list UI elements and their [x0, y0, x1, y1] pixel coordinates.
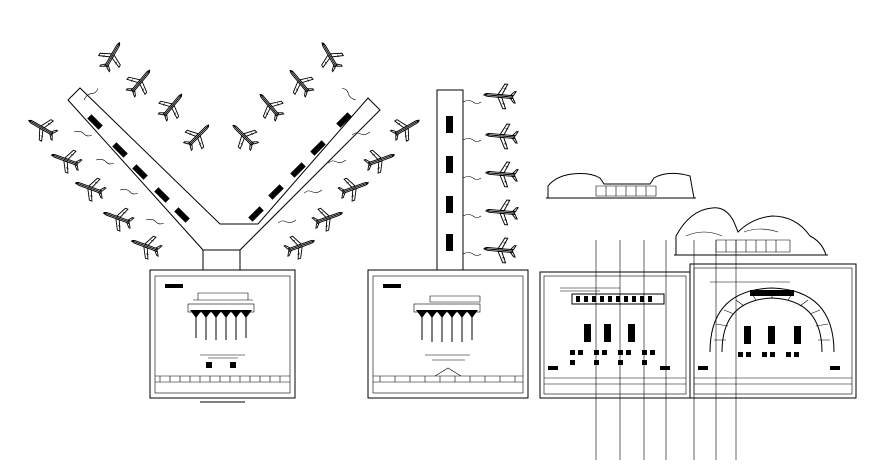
- y-terminal-left-arm-gates: [87, 114, 190, 223]
- straight-pier-aircraft: [462, 81, 520, 265]
- airplane-icon: [250, 86, 289, 126]
- airplane-icon: [484, 197, 520, 227]
- airplane-icon: [127, 229, 165, 263]
- section-plan-left: [539, 271, 691, 399]
- airplane-icon: [224, 116, 264, 156]
- airplane-icon: [280, 62, 319, 102]
- section-cut-lines: [595, 240, 737, 460]
- straight-pier-gates: [446, 116, 453, 251]
- airplane-icon: [71, 171, 109, 205]
- airplane-icon: [309, 201, 347, 235]
- airplane-icon: [361, 143, 399, 177]
- straight-terminal-plan: [367, 81, 529, 399]
- straight-terminal-building: [367, 269, 529, 399]
- airplane-icon: [153, 86, 192, 126]
- airplane-icon: [386, 109, 426, 147]
- y-terminal-right-arm-gates: [248, 112, 352, 222]
- section-plan-right: [689, 263, 857, 399]
- airplane-icon: [482, 235, 518, 265]
- airplane-icon: [121, 62, 160, 102]
- elevation-large: [674, 207, 828, 256]
- airplane-icon: [93, 36, 131, 76]
- airplane-icon: [482, 81, 518, 111]
- airplane-icon: [99, 201, 137, 235]
- y-terminal-building: [149, 269, 296, 399]
- section-plan-right-seating: [738, 352, 799, 357]
- airplane-icon: [178, 116, 218, 156]
- y-terminal-interior: [155, 284, 290, 403]
- y-terminal-right-aircraft: [224, 36, 426, 263]
- elevation-small: [546, 172, 696, 199]
- airplane-icon: [22, 109, 62, 147]
- straight-terminal-interior: [373, 284, 523, 383]
- y-terminal-plan: [22, 36, 426, 403]
- airplane-icon: [335, 171, 373, 205]
- airplane-icon: [47, 143, 85, 177]
- airplane-icon: [311, 36, 349, 76]
- airplane-icon: [281, 229, 319, 263]
- airplane-icon: [484, 159, 520, 189]
- airplane-icon: [484, 121, 520, 151]
- section-plan-left-seating: [570, 350, 655, 365]
